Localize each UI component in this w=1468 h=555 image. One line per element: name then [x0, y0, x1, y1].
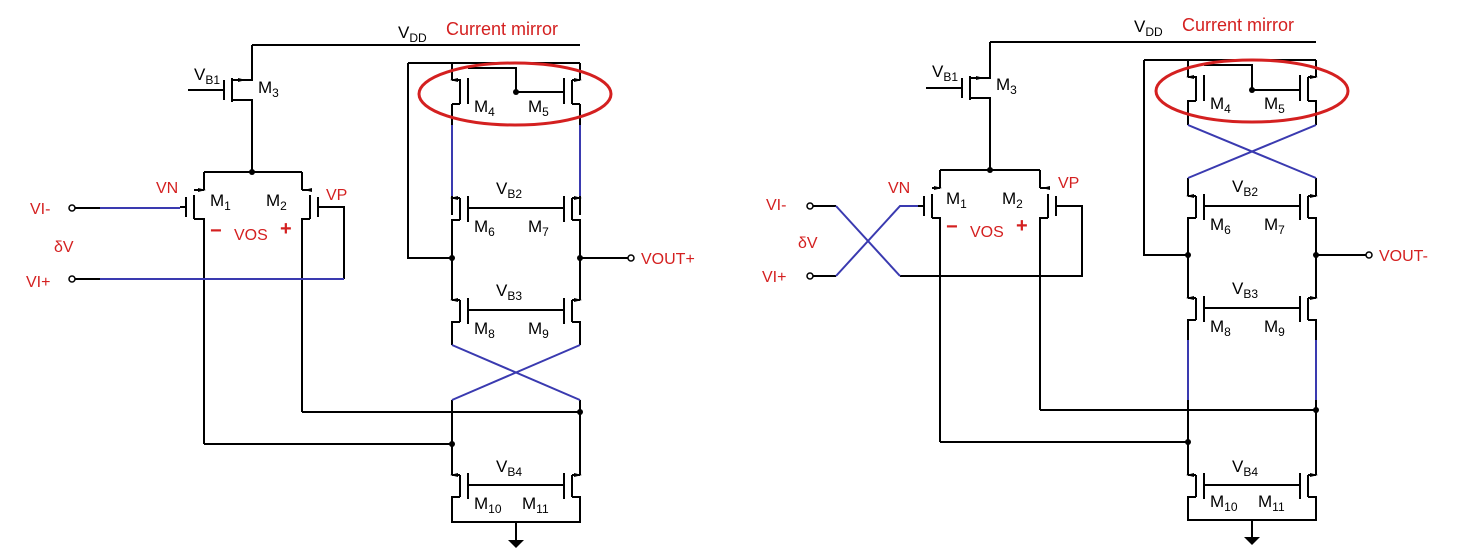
m10-label: M10	[1210, 492, 1238, 514]
m8-label: M8	[1210, 317, 1231, 339]
m11-label: M11	[1258, 492, 1285, 514]
vb1-label: VB1	[194, 65, 220, 87]
left-wires	[74, 44, 628, 540]
vos-minus-sign: −	[946, 216, 958, 238]
m3-label: M3	[258, 78, 279, 100]
right-blue-wires	[835, 124, 1317, 400]
vi-plus-label: VI+	[26, 274, 50, 291]
ground-icon	[508, 540, 524, 548]
m3-label: M3	[996, 75, 1017, 97]
input-terminal	[68, 275, 76, 283]
vb1-label: VB1	[932, 62, 958, 84]
vos-plus-sign: +	[1016, 215, 1028, 237]
m6-label: M6	[474, 217, 495, 239]
input-terminal	[806, 202, 814, 210]
m5-label: M5	[528, 97, 549, 119]
vos-label: VOS	[234, 227, 268, 244]
current-mirror-highlight	[417, 61, 613, 127]
vn-label: VN	[888, 180, 910, 197]
m11-label: M11	[522, 494, 549, 516]
m7-label: M7	[1264, 215, 1285, 237]
m1-label: M1	[210, 191, 231, 213]
delta-v-label: δV	[798, 235, 818, 252]
vn-label: VN	[156, 180, 178, 197]
m4-label: M4	[474, 97, 495, 119]
vout-label: VOUT+	[641, 251, 695, 268]
vout-label: VOUT-	[1379, 248, 1428, 265]
vb2-label: VB2	[1232, 177, 1258, 199]
vp-label: VP	[1058, 175, 1079, 192]
left-circuit: VDD Current mirror VB1 M3 M4 M5 VN VP M1…	[26, 19, 695, 548]
vb2-label: VB2	[496, 179, 522, 201]
m9-label: M9	[1264, 317, 1285, 339]
vb3-label: VB3	[1232, 279, 1258, 301]
output-terminal	[627, 254, 635, 262]
vos-plus-sign: +	[280, 218, 292, 240]
vi-plus-label: VI+	[762, 269, 786, 286]
current-mirror-label: Current mirror	[1182, 15, 1294, 35]
vos-label: VOS	[970, 224, 1004, 241]
input-terminal	[806, 272, 814, 280]
vi-minus-label: VI-	[30, 201, 50, 218]
right-circuit: VDD Current mirror VB1 M3 M4 M5 VN VP M1…	[762, 15, 1428, 545]
vb3-label: VB3	[496, 281, 522, 303]
vb4-label: VB4	[1232, 457, 1258, 479]
vp-label: VP	[326, 187, 347, 204]
m5-label: M5	[1264, 94, 1285, 116]
input-terminal	[68, 204, 76, 212]
delta-v-label: δV	[54, 239, 74, 256]
current-mirror-label: Current mirror	[446, 19, 558, 39]
m4-label: M4	[1210, 94, 1231, 116]
current-mirror-highlight	[1154, 58, 1350, 124]
m2-label: M2	[266, 191, 287, 213]
vdd-label: VDD	[1134, 17, 1163, 39]
right-wires	[812, 41, 1366, 537]
m6-label: M6	[1210, 215, 1231, 237]
m2-label: M2	[1002, 189, 1023, 211]
vb4-label: VB4	[496, 457, 522, 479]
ground-icon	[1244, 537, 1260, 545]
vdd-label: VDD	[398, 23, 427, 45]
m9-label: M9	[528, 319, 549, 341]
m7-label: M7	[528, 217, 549, 239]
m1-label: M1	[946, 189, 967, 211]
m10-label: M10	[474, 494, 502, 516]
vos-minus-sign: −	[210, 220, 222, 242]
right-transistor-arrows	[934, 75, 1318, 477]
m8-label: M8	[474, 319, 495, 341]
output-terminal	[1365, 251, 1373, 259]
vi-minus-label: VI-	[766, 197, 786, 214]
left-transistor-arrows	[198, 78, 582, 477]
left-blue-wires	[100, 125, 581, 401]
